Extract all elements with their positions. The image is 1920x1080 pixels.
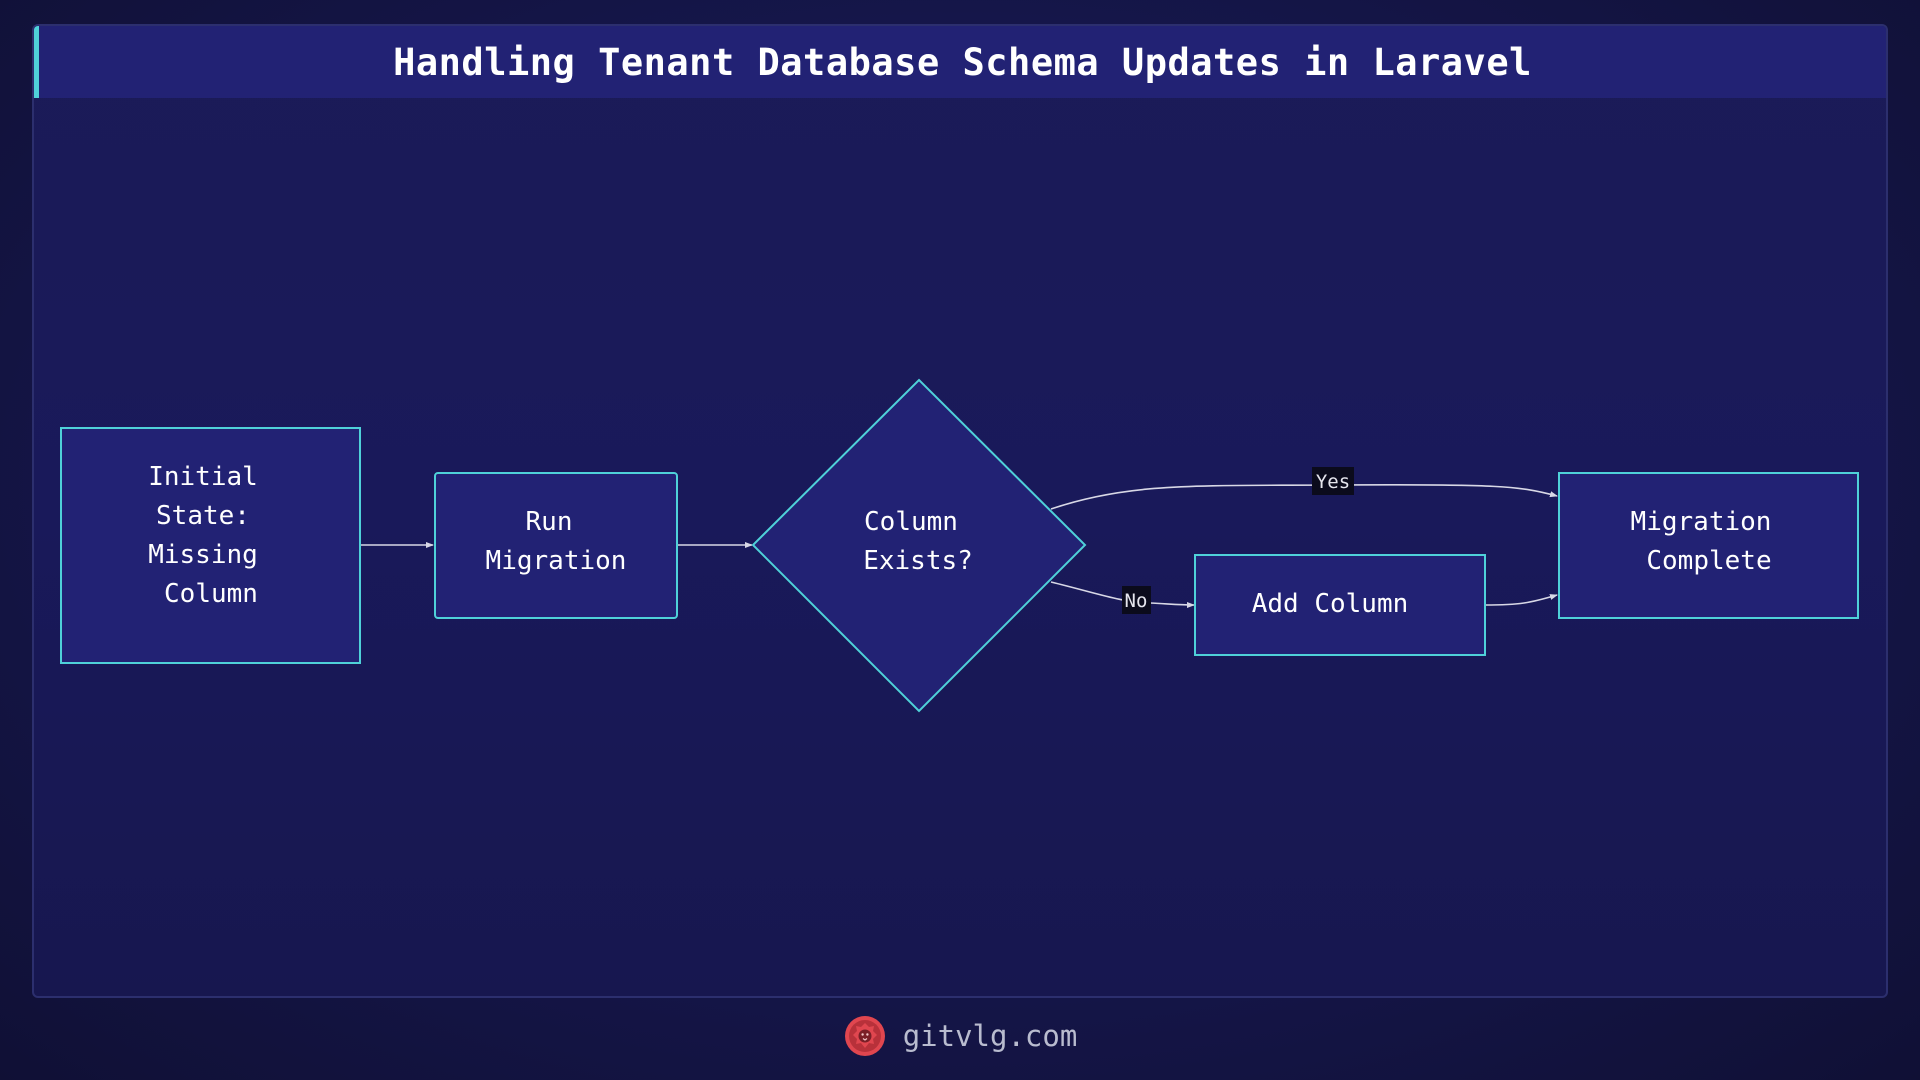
footer: gitvlg.com xyxy=(0,1008,1920,1064)
node-run-line-2: Migration xyxy=(486,546,627,576)
edge-label-no: No xyxy=(1122,586,1151,614)
node-migration-complete: Migration Complete xyxy=(1558,472,1859,619)
node-run-line-1: Run xyxy=(526,507,573,537)
node-initial-state: Initial State: Missing Column xyxy=(60,427,361,664)
node-complete-line-2: Complete xyxy=(1646,546,1771,576)
edge-add-to-complete xyxy=(1484,594,1558,606)
node-decision-line-1: Column xyxy=(864,507,958,537)
node-complete-line-1: Migration xyxy=(1631,507,1772,537)
footer-site[interactable]: gitvlg.com xyxy=(902,1019,1078,1053)
node-add-column: Add Column xyxy=(1194,554,1486,656)
node-decision-column-exists: Column Exists? xyxy=(751,378,1087,713)
lion-logo-icon xyxy=(843,1014,887,1058)
edge-label-yes: Yes xyxy=(1312,467,1354,495)
node-run-migration: Run Migration xyxy=(434,472,678,619)
edge-decision-yes-to-complete xyxy=(1050,483,1558,510)
node-initial-line-1: Initial xyxy=(148,462,258,492)
node-decision-line-2: Exists? xyxy=(863,546,973,576)
node-initial-line-2: State: xyxy=(156,501,250,531)
node-add-line-1: Add Column xyxy=(1252,589,1409,619)
node-initial-line-3: Missing xyxy=(148,540,258,570)
diagram-title: Handling Tenant Database Schema Updates … xyxy=(393,40,1532,84)
edge-label-no-text: No xyxy=(1125,590,1148,612)
title-bar: Handling Tenant Database Schema Updates … xyxy=(34,26,1886,98)
edge-label-yes-text: Yes xyxy=(1316,471,1350,493)
node-initial-line-4: Column xyxy=(164,579,258,609)
